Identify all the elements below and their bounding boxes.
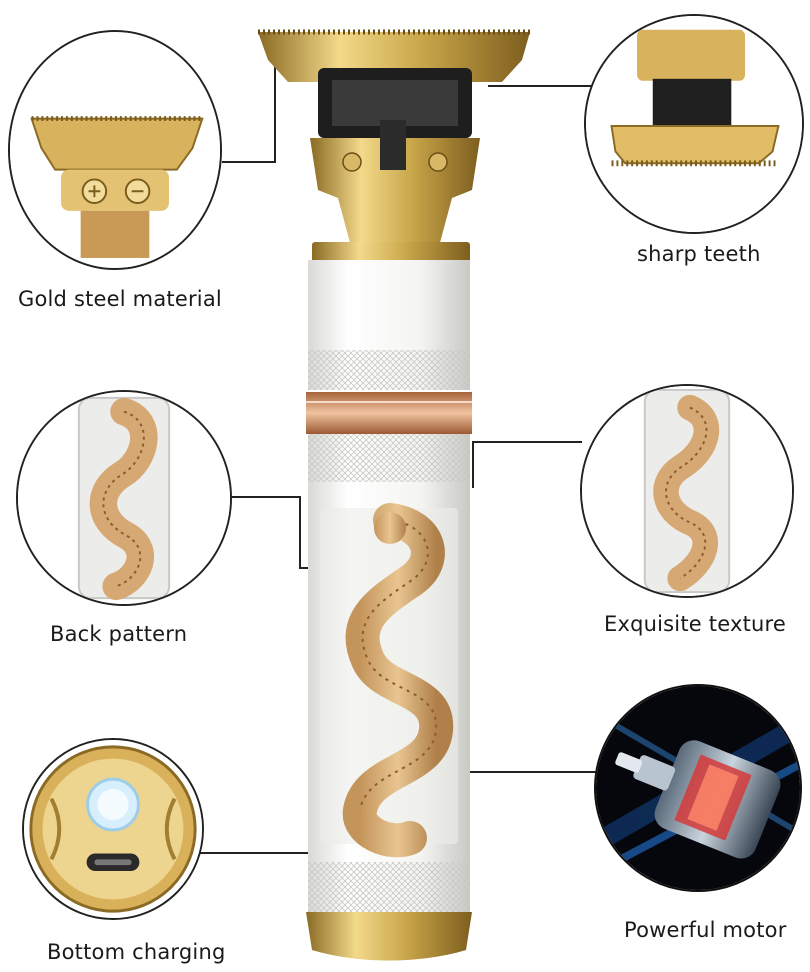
back-pattern-circle xyxy=(16,390,232,606)
motor-circle xyxy=(594,684,802,892)
motor-label: Powerful motor xyxy=(624,918,787,942)
blade-material-label: Gold steel material xyxy=(18,287,222,311)
blade-material-circle xyxy=(8,30,222,270)
charging-label: Bottom charging xyxy=(47,940,226,964)
dragon-back-icon xyxy=(18,392,230,604)
t-blade-icon xyxy=(10,32,220,268)
back-pattern-label: Back pattern xyxy=(50,622,188,646)
blade-teeth-icon xyxy=(586,16,802,232)
texture-label: Exquisite texture xyxy=(604,612,787,636)
texture-circle xyxy=(580,384,794,598)
motor-icon xyxy=(596,686,800,890)
charging-circle xyxy=(22,738,204,920)
dragon-texture-icon xyxy=(582,386,792,596)
teeth-circle xyxy=(584,14,804,234)
teeth-label: sharp teeth xyxy=(637,242,761,266)
usb-c-port-icon xyxy=(24,740,202,918)
trimmer-product-image xyxy=(258,29,530,961)
